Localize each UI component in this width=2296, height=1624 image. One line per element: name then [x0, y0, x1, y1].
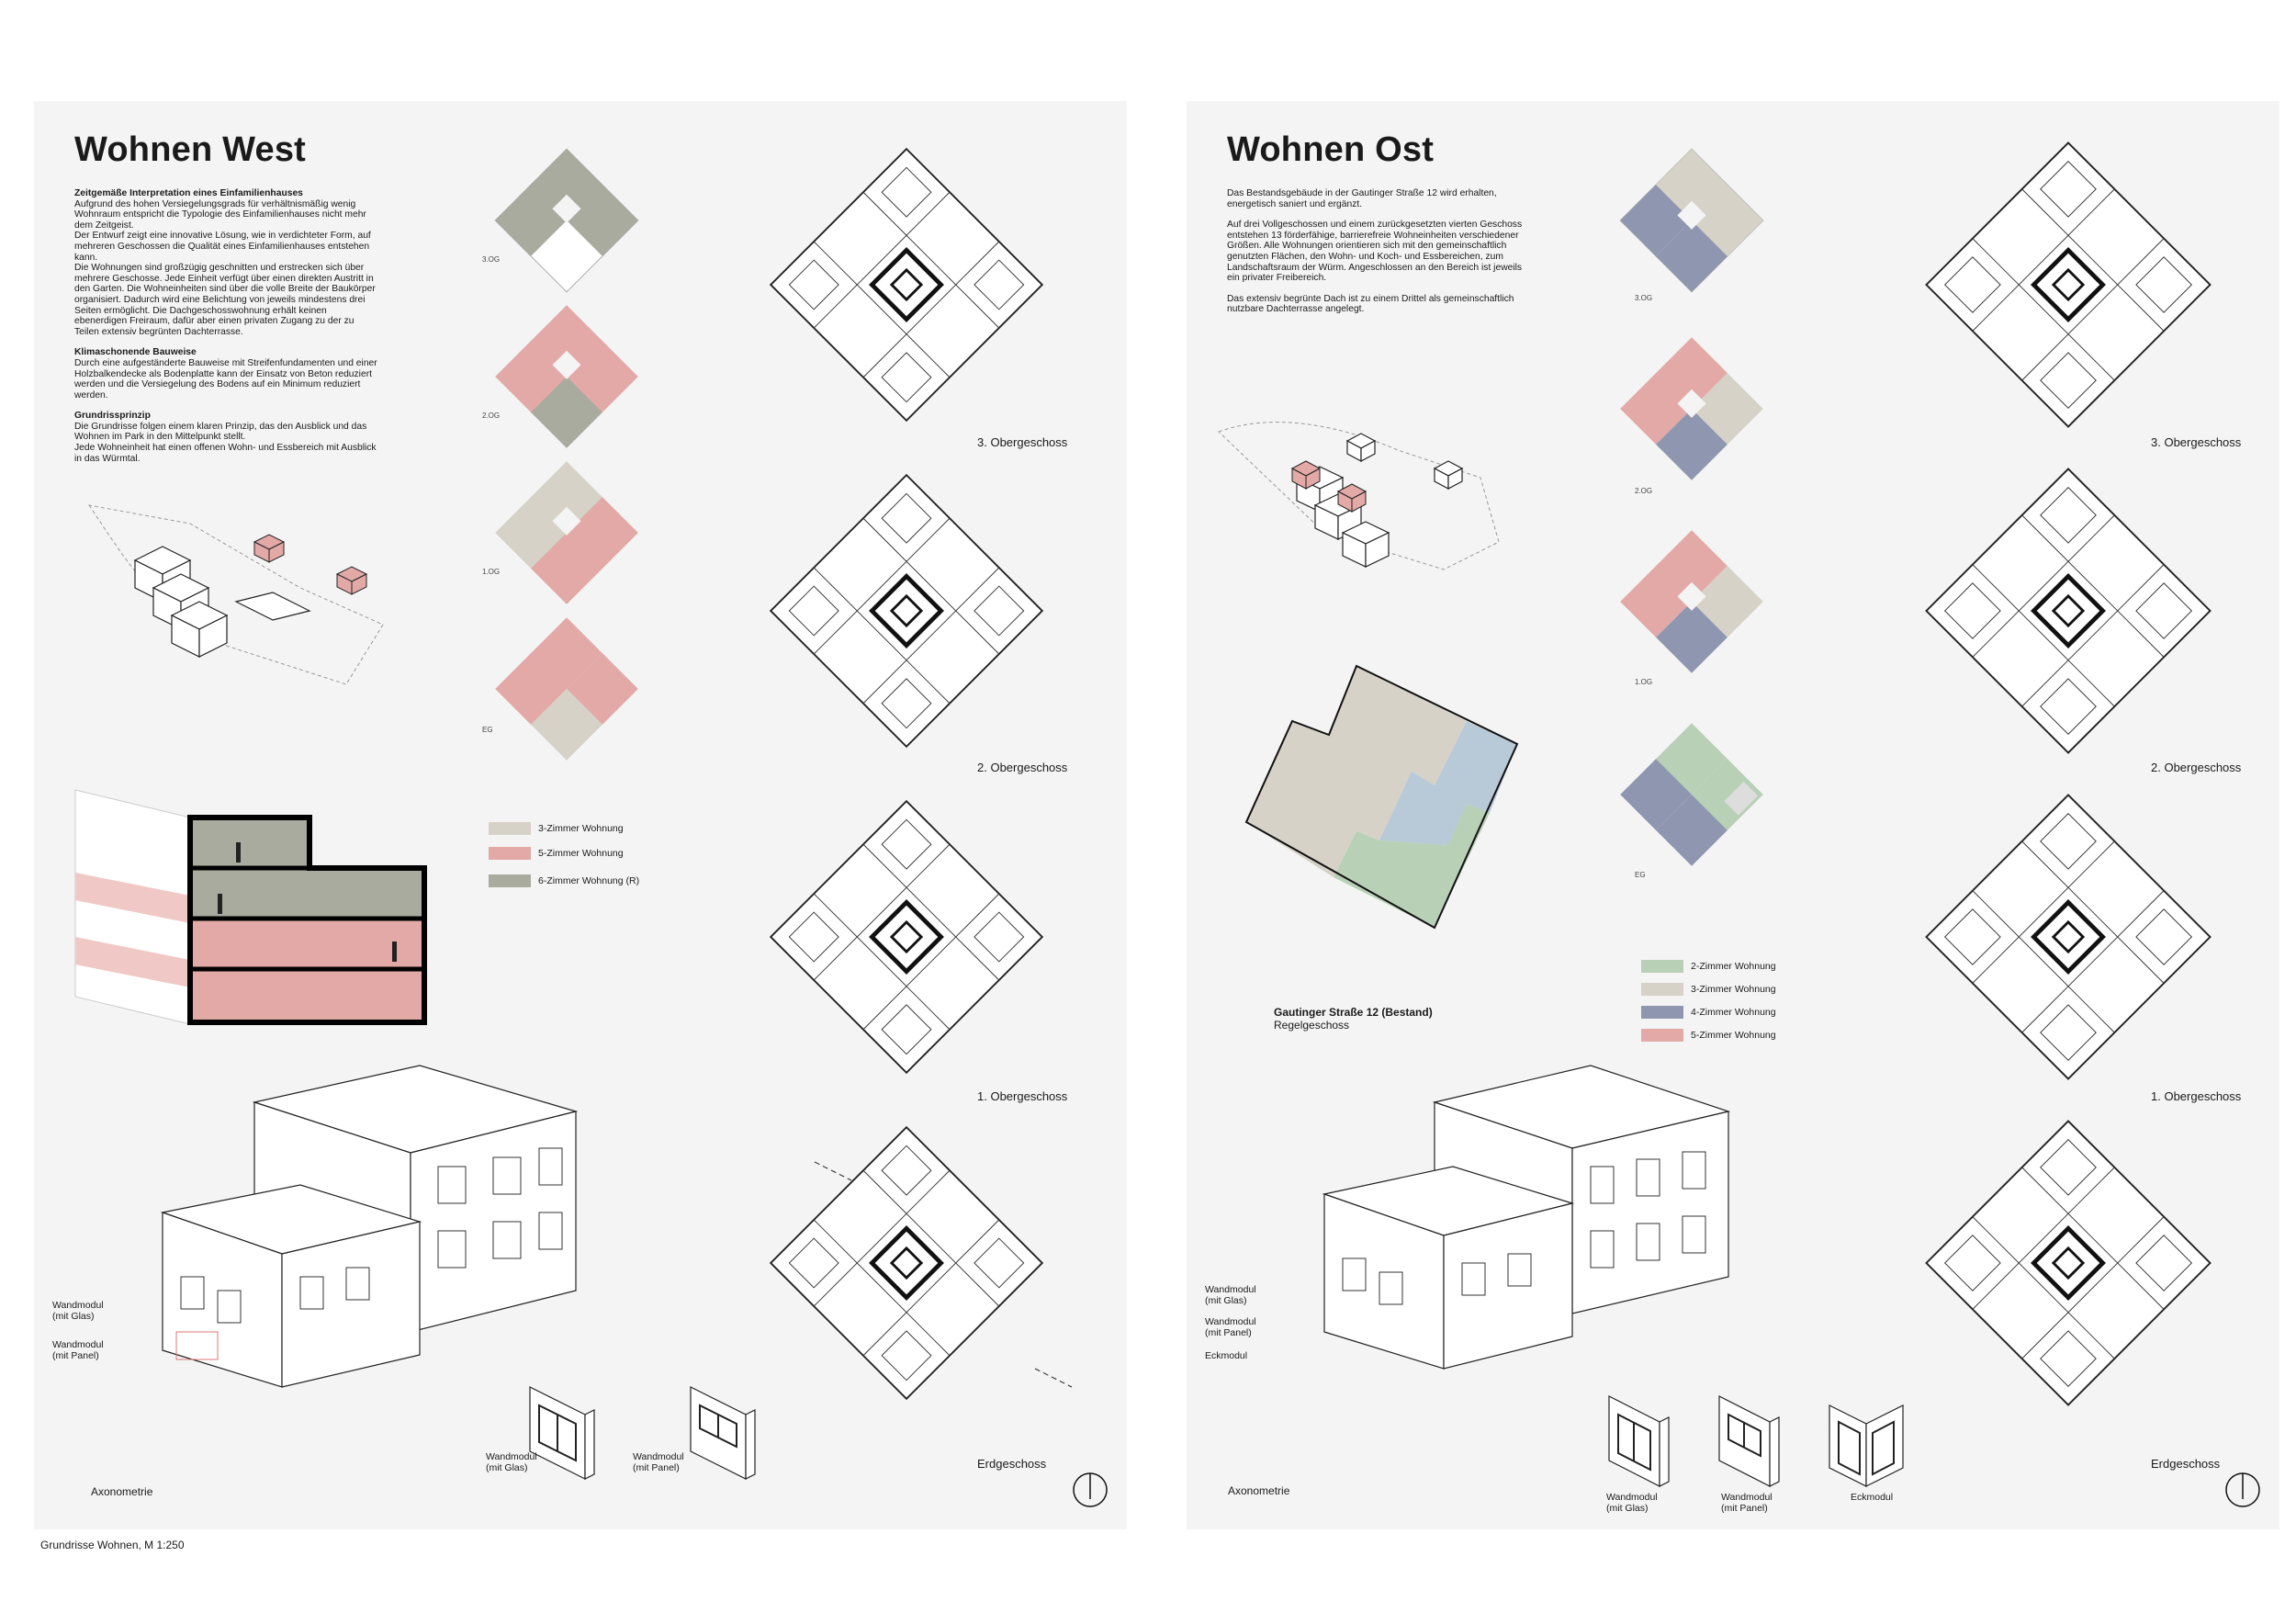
west-text-1: Aufgrund des hohen Versiegelungsgrads fü… [74, 198, 376, 337]
east-diagram-label-3og: 3.OG [1635, 294, 1653, 302]
west-legend-item-6z: 6-Zimmer Wohnung (R) [489, 874, 639, 887]
west-legend-label-3z: 3-Zimmer Wohnung [538, 823, 624, 834]
west-floor-plans [732, 147, 1073, 1451]
east-legend-label-2z: 2-Zimmer Wohnung [1691, 961, 1776, 972]
west-diagram-label-2og: 2.OG [482, 412, 501, 420]
east-title: Wohnen Ost [1227, 130, 1435, 169]
west-site-plan [87, 504, 384, 685]
east-axo-label-panel: Wandmodul (mit Panel) [1205, 1316, 1256, 1338]
west-floor-label-eg: Erdgeschoss [977, 1457, 1047, 1471]
west-diagram-label-3og: 3.OG [482, 255, 501, 264]
east-wall-modules [1608, 1395, 1904, 1487]
east-legend-swatch-2z [1641, 960, 1683, 973]
east-module-label-panel: Wandmodul (mit Panel) [1721, 1492, 1773, 1514]
west-legend-item-3z: 3-Zimmer Wohnung [489, 822, 624, 835]
west-section-perspective [74, 789, 427, 1025]
east-axo-label-eck: Eckmodul [1205, 1350, 1248, 1361]
west-axonometrie-label: Axonometrie [91, 1485, 153, 1498]
east-legend-swatch-3z [1641, 983, 1683, 996]
panel-wohnen-ost: Wohnen Ost Das Bestandsgebäude in der Ga… [1187, 101, 2279, 1529]
panel-wohnen-west: Wohnen West Zeitgemäße Interpretation ei… [34, 101, 1127, 1529]
east-axonometry [1322, 1065, 1731, 1370]
footer-caption: Grundrisse Wohnen, M 1:250 [40, 1539, 185, 1551]
west-description: Zeitgemäße Interpretation eines Einfamil… [74, 188, 377, 474]
east-legend-item-4z: 4-Zimmer Wohnung [1641, 1006, 1776, 1019]
east-legend-label-4z: 4-Zimmer Wohnung [1691, 1007, 1776, 1018]
west-diagram-label-1og: 1.OG [482, 568, 501, 576]
east-floor-label-2og: 2. Obergeschoss [2151, 761, 2242, 774]
west-floor-diagrams [494, 148, 639, 761]
east-north-arrow-icon [2225, 1472, 2260, 1507]
east-legend-swatch-4z [1641, 1006, 1683, 1019]
west-axonometry [160, 1065, 579, 1388]
east-legend-item-3z: 3-Zimmer Wohnung [1641, 983, 1776, 996]
west-axo-label-glas: Wandmodul (mit Glas) [52, 1300, 104, 1322]
west-north-arrow-icon [1073, 1472, 1108, 1507]
west-floor-label-2og: 2. Obergeschoss [977, 761, 1068, 774]
east-axonometrie-label: Axonometrie [1228, 1484, 1290, 1497]
west-legend-item-5z: 5-Zimmer Wohnung [489, 847, 624, 860]
east-floor-diagrams [1619, 148, 1764, 866]
east-bestand-plan [1244, 664, 1519, 930]
east-description: Das Bestandsgebäude in der Gautinger Str… [1227, 188, 1530, 325]
west-wall-modules [529, 1386, 756, 1480]
east-floor-label-eg: Erdgeschoss [2151, 1457, 2221, 1471]
east-axo-label-glas: Wandmodul (mit Glas) [1205, 1284, 1256, 1306]
west-text-2: Durch eine aufgeständerte Bauweise mit S… [74, 357, 377, 400]
west-diagram-label-eg: EG [482, 726, 493, 734]
west-heading-2: Klimaschonende Bauweise [74, 347, 197, 358]
east-legend-item-2z: 2-Zimmer Wohnung [1641, 960, 1776, 973]
west-title: Wohnen West [74, 130, 307, 169]
east-diagram-label-eg: EG [1635, 871, 1646, 879]
east-floor-label-3og: 3. Obergeschoss [2151, 435, 2242, 449]
west-module-label-panel: Wandmodul (mit Panel) [633, 1451, 684, 1473]
west-legend-swatch-6z [489, 874, 531, 887]
east-bestand-title: Gautinger Straße 12 (Bestand) [1274, 1006, 1433, 1019]
east-legend-swatch-5z [1641, 1029, 1683, 1042]
west-floor-label-3og: 3. Obergeschoss [977, 435, 1068, 449]
west-legend-label-5z: 5-Zimmer Wohnung [538, 848, 624, 859]
east-site-plan [1218, 422, 1500, 570]
east-paragraph-1: Das Bestandsgebäude in der Gautinger Str… [1227, 188, 1497, 209]
east-diagram-label-2og: 2.OG [1635, 487, 1653, 495]
west-axo-label-panel: Wandmodul (mit Panel) [52, 1339, 104, 1361]
east-paragraph-3: Das extensiv begrünte Dach ist zu einem … [1227, 293, 1514, 315]
west-legend-swatch-5z [489, 847, 531, 860]
east-legend-item-5z: 5-Zimmer Wohnung [1641, 1029, 1776, 1042]
east-legend-label-3z: 3-Zimmer Wohnung [1691, 984, 1776, 995]
west-heading-3: Grundrissprinzip [74, 411, 151, 422]
east-floor-label-1og: 1. Obergeschoss [2151, 1089, 2242, 1103]
east-diagram-label-1og: 1.OG [1635, 678, 1653, 686]
west-legend-swatch-3z [489, 822, 531, 835]
west-heading-1: Zeitgemäße Interpretation eines Einfamil… [74, 188, 303, 198]
east-paragraph-2: Auf drei Vollgeschossen und einem zurück… [1227, 220, 1523, 284]
east-legend-label-5z: 5-Zimmer Wohnung [1691, 1030, 1776, 1041]
east-module-label-eck: Eckmodul [1851, 1492, 1894, 1503]
west-floor-label-1og: 1. Obergeschoss [977, 1089, 1068, 1103]
west-legend-label-6z: 6-Zimmer Wohnung (R) [538, 875, 640, 886]
west-module-label-glas: Wandmodul (mit Glas) [486, 1451, 537, 1473]
east-floor-plans [1885, 147, 2252, 1451]
east-module-label-glas: Wandmodul (mit Glas) [1606, 1492, 1658, 1514]
east-bestand-subtitle: Regelgeschoss [1274, 1019, 1350, 1032]
west-text-3: Die Grundrisse folgen einem klaren Prinz… [74, 421, 377, 464]
